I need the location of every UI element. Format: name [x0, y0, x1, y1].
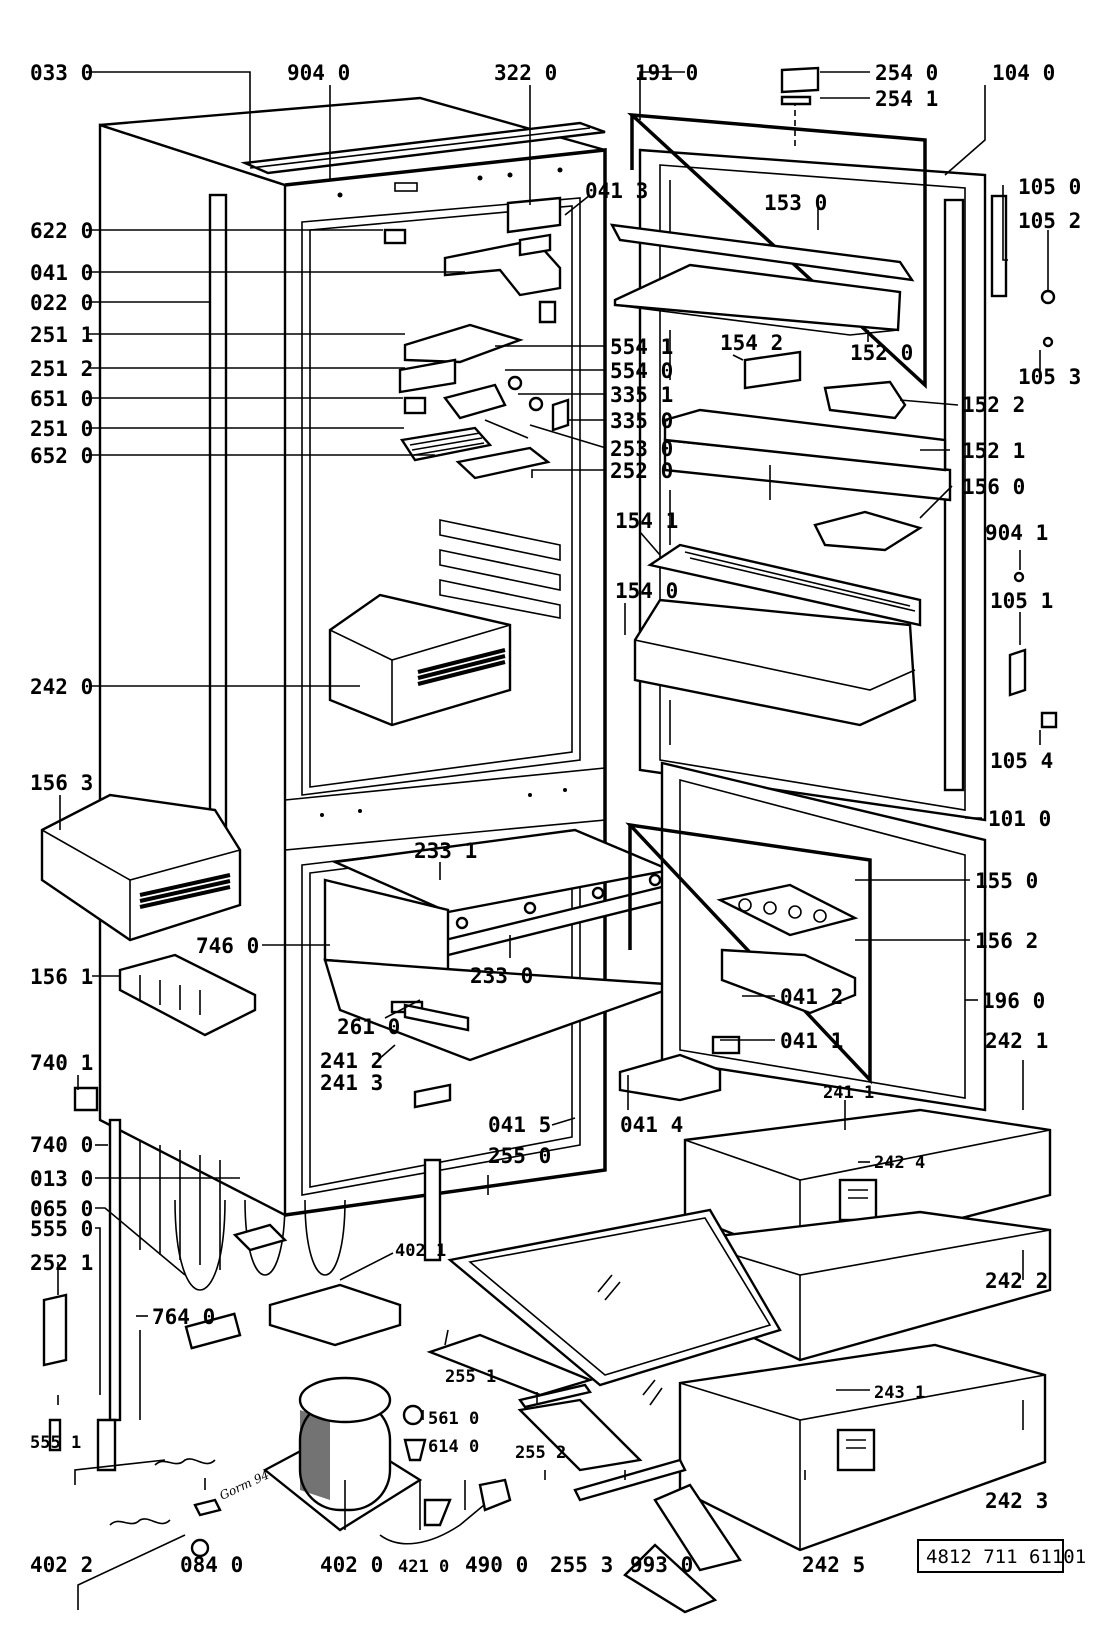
part-label-255-2: 255 2: [515, 1443, 566, 1463]
part-label-242-5: 242 5: [802, 1553, 865, 1577]
part-label-191-0: 191 0: [635, 61, 698, 85]
part-label-105-3: 105 3: [1018, 365, 1081, 389]
part-label-251-0: 251 0: [30, 417, 93, 441]
upper-door-shelves: [609, 194, 1058, 729]
part-label-555-1: 555 1: [30, 1433, 81, 1453]
part-label-746-0: 746 0: [196, 934, 259, 958]
part-label-421-0: 421 0: [398, 1557, 449, 1577]
part-label-156-2: 156 2: [975, 929, 1038, 953]
part-label-152-1: 152 1: [962, 439, 1025, 463]
part-label-252-0: 252 0: [610, 459, 673, 483]
part-label-105-4: 105 4: [990, 749, 1053, 773]
part-label-101-0: 101 0: [988, 807, 1051, 831]
part-label-561-0: 561 0: [428, 1409, 479, 1429]
part-label-555-0: 555 0: [30, 1217, 93, 1241]
part-label-242-4: 242 4: [874, 1153, 925, 1173]
part-label-554-0: 554 0: [610, 359, 673, 383]
part-label-651-0: 651 0: [30, 387, 93, 411]
part-label-105-0: 105 0: [1018, 175, 1081, 199]
reference-box: 4812 711 61101: [917, 1539, 1086, 1573]
part-label-993-0: 993 0: [630, 1553, 693, 1577]
part-label-241-3: 241 3: [320, 1071, 383, 1095]
glass-shelves: [426, 1208, 782, 1572]
part-label-155-0: 155 0: [975, 869, 1038, 893]
part-label-740-1: 740 1: [30, 1051, 93, 1075]
control-components: [383, 196, 570, 480]
part-label-154-1: 154 1: [615, 509, 678, 533]
handwritten-mark: Gorm 94: [217, 1468, 271, 1503]
part-label-156-3: 156 3: [30, 771, 93, 795]
part-label-251-2: 251 2: [30, 357, 93, 381]
part-label-105-1: 105 1: [990, 589, 1053, 613]
part-label-335-1: 335 1: [610, 383, 673, 407]
part-label-154-0: 154 0: [615, 579, 678, 603]
part-label-156-0: 156 0: [962, 475, 1025, 499]
part-label-013-0: 013 0: [30, 1167, 93, 1191]
part-label-241-2: 241 2: [320, 1049, 383, 1073]
part-label-243-1: 243 1: [874, 1383, 925, 1403]
part-label-196-0: 196 0: [982, 989, 1045, 1013]
part-label-154-2: 154 2: [720, 331, 783, 355]
part-label-402-2: 402 2: [30, 1553, 93, 1577]
part-label-084-0: 084 0: [180, 1553, 243, 1577]
part-label-233-1: 233 1: [414, 839, 477, 863]
part-label-254-0: 254 0: [875, 61, 938, 85]
part-label-322-0: 322 0: [494, 61, 557, 85]
freezer-basket: [328, 593, 512, 727]
part-label-251-1: 251 1: [30, 323, 93, 347]
part-label-904-0: 904 0: [287, 61, 350, 85]
part-label-041-0: 041 0: [30, 261, 93, 285]
reference-code: 4812 711 61101: [926, 1546, 1086, 1568]
part-labels: 033 0 904 0 322 0 191 0 254 0 254 1 104 …: [30, 61, 1081, 1577]
part-label-065-0: 065 0: [30, 1197, 93, 1221]
part-label-402-0: 402 0: [320, 1553, 383, 1577]
lower-door: [618, 761, 987, 1112]
part-label-652-0: 652 0: [30, 444, 93, 468]
part-label-335-0: 335 0: [610, 409, 673, 433]
part-label-153-0: 153 0: [764, 191, 827, 215]
part-label-904-1: 904 1: [985, 521, 1048, 545]
part-label-261-0: 261 0: [337, 1015, 400, 1039]
part-label-252-1: 252 1: [30, 1251, 93, 1275]
part-label-022-0: 022 0: [30, 291, 93, 315]
part-label-490-0: 490 0: [465, 1553, 528, 1577]
accessory-bins: [40, 793, 257, 1037]
compressor: [262, 1376, 423, 1532]
part-label-233-0: 233 0: [470, 964, 533, 988]
part-label-156-1: 156 1: [30, 965, 93, 989]
part-label-255-0: 255 0: [488, 1144, 551, 1168]
part-label-614-0: 614 0: [428, 1437, 479, 1457]
part-label-254-1: 254 1: [875, 87, 938, 111]
part-label-241-1: 241 1: [823, 1083, 874, 1103]
part-label-764-0: 764 0: [152, 1305, 215, 1329]
part-label-255-1: 255 1: [445, 1367, 496, 1387]
part-label-041-2: 041 2: [780, 985, 843, 1009]
part-label-253-0: 253 0: [610, 437, 673, 461]
part-label-152-2: 152 2: [962, 393, 1025, 417]
part-label-622-0: 622 0: [30, 219, 93, 243]
part-label-242-0: 242 0: [30, 675, 93, 699]
condenser-and-compressor: [42, 1086, 718, 1614]
part-label-242-2: 242 2: [985, 1269, 1048, 1293]
part-label-033-0: 033 0: [30, 61, 93, 85]
part-label-041-1: 041 1: [780, 1029, 843, 1053]
part-label-242-3: 242 3: [985, 1489, 1048, 1513]
part-label-740-0: 740 0: [30, 1133, 93, 1157]
part-label-041-4: 041 4: [620, 1113, 683, 1137]
part-label-104-0: 104 0: [992, 61, 1055, 85]
part-label-041-5: 041 5: [488, 1113, 551, 1137]
part-label-105-2: 105 2: [1018, 209, 1081, 233]
part-label-255-3: 255 3: [550, 1553, 613, 1577]
part-label-554-1: 554 1: [610, 335, 673, 359]
chiller-shelf: [323, 828, 681, 1109]
part-label-041-3: 041 3: [585, 179, 648, 203]
part-label-152-0: 152 0: [850, 341, 913, 365]
part-label-402-1: 402 1: [395, 1241, 446, 1261]
leader-lines: [57, 71, 1049, 1610]
part-label-242-1: 242 1: [985, 1029, 1048, 1053]
